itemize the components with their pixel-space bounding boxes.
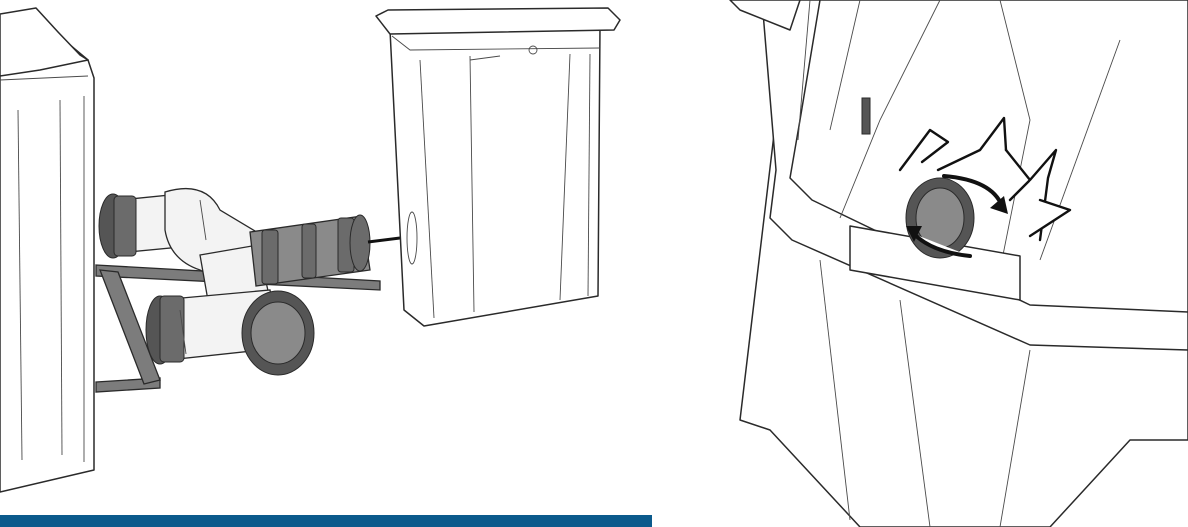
- rotate-arrows-icon: [906, 174, 1008, 258]
- right-bin: [375, 7, 621, 327]
- left-bin: [0, 7, 95, 493]
- cap-rotation-illustration: [729, 0, 1188, 527]
- pipe-assembly-illustration: [0, 7, 621, 493]
- hand-icon: [898, 116, 1072, 242]
- pipe-assembly: [98, 188, 371, 376]
- tilted-bin: [729, 0, 1188, 527]
- cap-disk: [905, 177, 975, 259]
- accent-bar: [0, 515, 652, 527]
